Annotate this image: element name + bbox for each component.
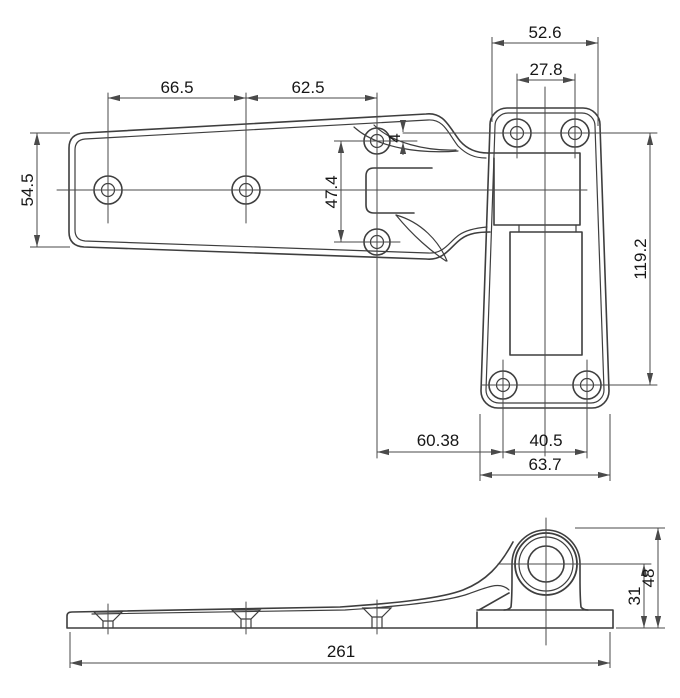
plate-cutout (509, 231, 583, 356)
dim-label-54-5: 54.5 (18, 173, 37, 206)
dim-label-27-8: 27.8 (529, 60, 562, 79)
side-base-outline (66, 541, 614, 629)
dim-label-62-5: 62.5 (291, 78, 324, 97)
dim-label-4: 4 (385, 133, 404, 142)
dim-62-5: 62.5 (246, 78, 377, 102)
extension-line (575, 527, 665, 629)
hole-centerline (516, 73, 576, 159)
extension-line (479, 414, 611, 481)
hole-centerline (354, 140, 418, 243)
dim-52-6: 52.6 (492, 23, 598, 47)
dim-label-60-38: 60.38 (417, 431, 460, 450)
strap-outline-inner (74, 119, 488, 254)
extension-line (491, 37, 599, 126)
dim-261: 261 (70, 642, 610, 667)
side-screw (92, 603, 124, 635)
dim-31: 31 (625, 564, 648, 628)
pin-barrel-step (518, 224, 577, 233)
dim-60-38: 60.38 (377, 431, 503, 456)
pin-barrel (487, 152, 581, 226)
dim-40-5: 40.5 (503, 431, 587, 456)
bottom-wing-curve (395, 214, 448, 262)
dim-label-63-7: 63.7 (528, 455, 561, 474)
dim-label-47-4: 47.4 (322, 175, 341, 208)
side-screw (361, 599, 393, 635)
hole-centerline (502, 359, 588, 459)
dim-label-31: 31 (625, 587, 644, 606)
dim-54-5: 54.5 (18, 133, 41, 247)
bottom-wing-curve (395, 214, 447, 262)
dim-label-40-5: 40.5 (529, 431, 562, 450)
dim-label-52-6: 52.6 (528, 23, 561, 42)
dim-label-261: 261 (327, 642, 355, 661)
dim-48: 48 (639, 528, 662, 628)
dim-27-8: 27.8 (517, 60, 575, 84)
plate-outline-inner (485, 112, 605, 404)
dim-63-7: 63.7 (480, 455, 610, 479)
dim-label-66-5: 66.5 (160, 78, 193, 97)
top-view: 66.5 62.5 52.6 27.8 54.5 47.4 4 (18, 23, 658, 481)
dim-47-4: 47.4 (322, 141, 345, 242)
dim-4: 4 (385, 120, 407, 155)
side-screw (230, 601, 262, 635)
dim-label-119-2: 119.2 (631, 238, 650, 279)
top-wing-curve (373, 124, 457, 151)
dim-label-48: 48 (639, 569, 658, 588)
side-view: 261 31 48 (66, 517, 665, 668)
dim-119-2: 119.2 (631, 133, 654, 385)
dim-66-5: 66.5 (108, 78, 246, 102)
strap-outline-outer (68, 113, 491, 260)
side-pedestal (476, 592, 614, 629)
